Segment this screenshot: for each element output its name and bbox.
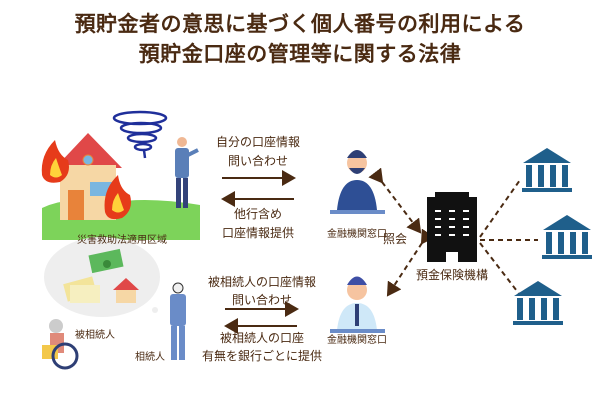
- building-icon: [427, 192, 477, 262]
- clerk-icon: [330, 276, 385, 333]
- counter-label-top: 金融機関窓口: [327, 229, 387, 240]
- inherit-request-1: 被相続人の口座情報: [207, 275, 317, 289]
- disaster-response-2: 口座情報提供: [221, 226, 295, 240]
- arrows: [221, 170, 299, 334]
- house-icon: [113, 278, 139, 303]
- dashed-arrows: [368, 167, 538, 297]
- inherit-response-2: 有無を銀行ごとに提供: [201, 349, 323, 363]
- inherit-request-2: 問い合わせ: [231, 293, 293, 307]
- fire-icon: [41, 140, 69, 183]
- wheelchair-icon: [42, 319, 79, 370]
- disaster-request-1: 自分の口座情報: [215, 135, 301, 149]
- title-line-2: 預貯金口座の管理等に関する法律: [138, 42, 462, 66]
- counter-label-bottom: 金融機関窓口: [327, 335, 387, 346]
- person-icon: [175, 137, 199, 208]
- fire-icon: [104, 175, 131, 220]
- disaster-scene: [41, 110, 200, 240]
- inquiry-label: 照会: [382, 232, 408, 246]
- inherit-response-1: 被相続人の口座: [219, 331, 305, 345]
- title-line-1: 預貯金者の意思に基づく個人番号の利用による: [74, 12, 526, 36]
- deceased-label: 被相続人: [75, 330, 115, 341]
- thought-cloud: [44, 237, 160, 317]
- tornado-icon: [112, 110, 168, 159]
- money-icon: [88, 248, 124, 274]
- bank-icon: [522, 148, 572, 192]
- bank-icon: [513, 281, 563, 325]
- disaster-response-1: 他行含め: [233, 207, 283, 221]
- disaster-request-2: 問い合わせ: [227, 154, 289, 168]
- heir-label: 相続人: [135, 352, 165, 363]
- bank-icon: [542, 215, 592, 259]
- area-label: 災害救助法適用区域: [77, 235, 167, 246]
- heir-icon: [170, 282, 186, 360]
- clerk-icon: [330, 150, 385, 214]
- card-icon: [63, 276, 100, 303]
- dic-label: 預金保険機構: [415, 268, 489, 282]
